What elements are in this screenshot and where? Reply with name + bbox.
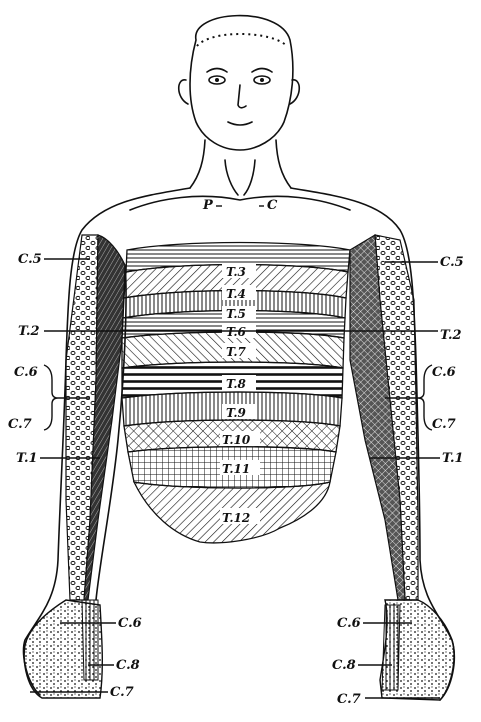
label-t3: T.3 <box>226 265 246 279</box>
nose <box>238 85 246 108</box>
right-arm <box>350 235 454 700</box>
left-hand-label-c6: C.6 <box>118 616 142 631</box>
left-brace <box>44 365 58 430</box>
hairline <box>197 34 287 46</box>
label-t8: T.8 <box>226 377 247 391</box>
mouth <box>228 122 252 125</box>
left-label-t1: T.1 <box>16 451 38 466</box>
label-t9: T.9 <box>226 406 247 420</box>
label-t10: T.10 <box>222 433 251 447</box>
right-label-c6: C.6 <box>432 365 456 380</box>
label-t11: T.11 <box>222 462 250 476</box>
left-label-c7: C.7 <box>8 417 32 432</box>
left-ear <box>179 80 188 104</box>
right-hand-c8-strip <box>382 605 400 690</box>
label-t12: T.12 <box>222 511 250 525</box>
right-hand-label-c6: C.6 <box>337 616 361 631</box>
left-label-t2: T.2 <box>18 324 40 339</box>
right-brace <box>418 365 432 430</box>
label-p: P <box>202 198 214 213</box>
label-t4: T.4 <box>226 287 246 301</box>
left-hand-label-c8: C.8 <box>116 658 140 673</box>
left-hand-c8-strip <box>82 600 98 680</box>
right-hand-label-c8: C.8 <box>332 658 356 673</box>
label-t7: T.7 <box>226 345 247 359</box>
left-hand-label-c7: C.7 <box>110 685 134 700</box>
left-label-c6: C.6 <box>14 365 38 380</box>
head <box>179 16 300 150</box>
left-label-c5: C.5 <box>18 252 42 267</box>
label-t6: T.6 <box>226 325 247 339</box>
right-hand-label-c7: C.7 <box>337 692 361 707</box>
right-label-t2: T.2 <box>440 328 462 343</box>
right-label-c5: C.5 <box>440 255 464 270</box>
right-label-t1: T.1 <box>442 451 464 466</box>
right-label-c7: C.7 <box>432 417 456 432</box>
label-t5: T.5 <box>226 307 246 321</box>
left-arm <box>24 235 126 698</box>
label-c: C <box>267 198 278 213</box>
